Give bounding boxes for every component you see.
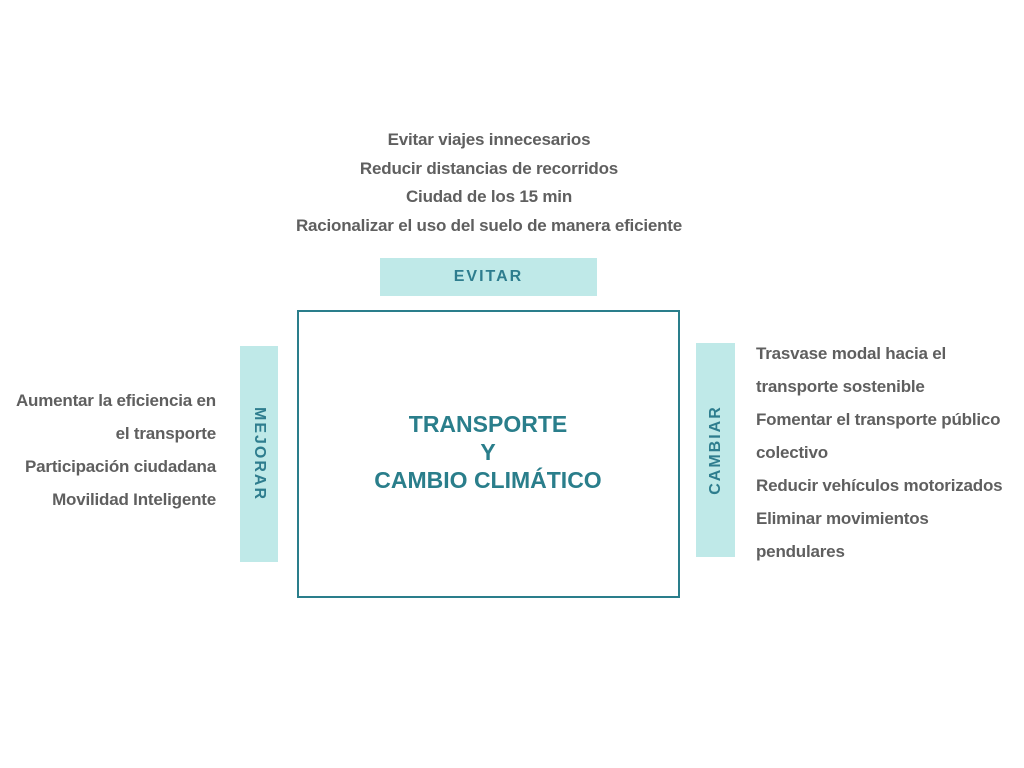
mejorar-tag-label: MEJORAR [251,406,269,502]
mejorar-tag: MEJORAR [240,346,278,562]
central-title-line: TRANSPORTE [408,411,568,437]
evitar-item: Ciudad de los 15 min [405,187,573,206]
mejorar-item: Movilidad Inteligente [52,490,216,509]
cambiar-item: Fomentar el transporte público [756,410,1001,429]
evitar-item: Reducir distancias de recorridos [359,158,619,178]
cambiar-item: Reducir vehículos motorizados [756,476,1003,495]
evitar-items-list: Evitar viajes innecesarios Reducir dista… [0,126,978,240]
central-title-line: CAMBIO CLIMÁTICO [374,467,602,493]
central-box [297,310,680,598]
evitar-item: Racionalizar el uso del suelo de manera … [295,215,683,235]
cambiar-item: transporte sostenible [756,377,925,396]
mejorar-item: Aumentar la eficiencia en [15,391,216,410]
cambiar-item: Eliminar movimientos [756,509,929,528]
mejorar-item: el transporte [115,424,217,443]
mejorar-items-list: Aumentar la eficiencia en el transporte … [16,384,216,516]
cambiar-item: pendulares [756,542,845,561]
central-title: TRANSPORTE Y CAMBIO CLIMÁTICO [297,410,679,494]
cambiar-tag-label: CAMBIAR [706,405,724,495]
mejorar-item: Participación ciudadana [25,457,216,476]
cambiar-item: colectivo [756,443,828,462]
cambiar-item: Trasvase modal hacia el [756,344,947,363]
central-title-line: Y [480,439,496,465]
evitar-tag-label: EVITAR [453,268,524,285]
evitar-item: Evitar viajes innecesarios [387,130,591,149]
cambiar-items-list: Trasvase modal hacia el transporte soste… [756,337,1003,568]
evitar-tag: EVITAR [380,258,597,296]
cambiar-tag: CAMBIAR [696,343,735,557]
